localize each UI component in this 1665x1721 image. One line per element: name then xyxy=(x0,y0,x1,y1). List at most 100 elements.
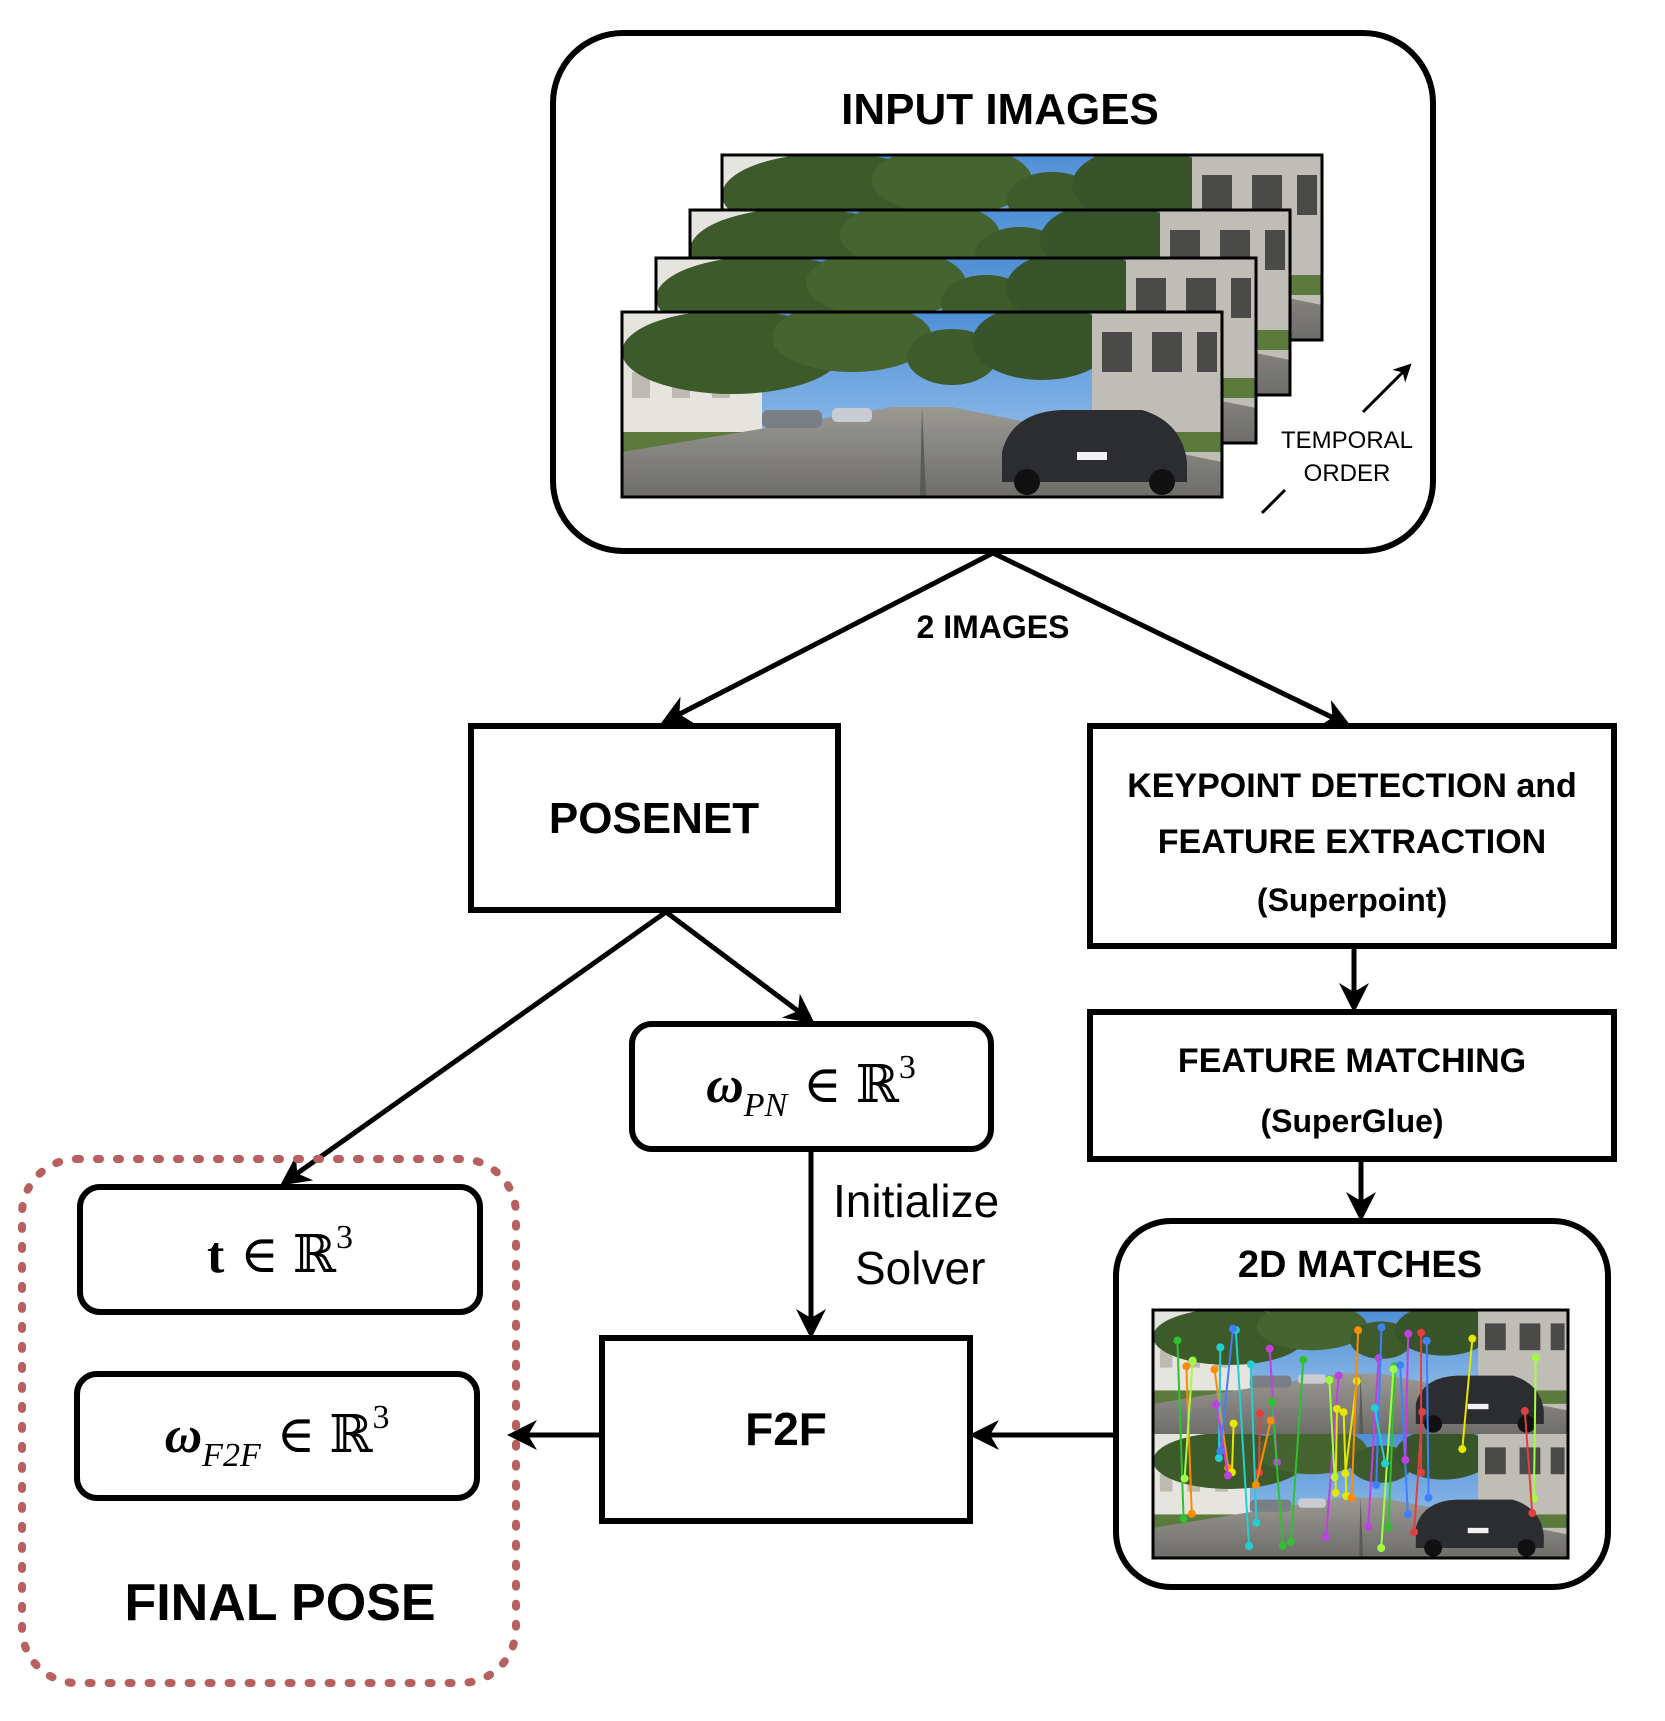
match-line xyxy=(1532,1357,1537,1499)
match-point xyxy=(1458,1445,1467,1454)
t-vector-exponent: 3 xyxy=(336,1219,353,1256)
match-point xyxy=(1424,1493,1433,1502)
match-point xyxy=(1266,1416,1275,1425)
match-point xyxy=(1268,1397,1277,1406)
match-point xyxy=(1286,1537,1295,1546)
match-line xyxy=(1289,1359,1305,1542)
match-point xyxy=(1173,1336,1182,1345)
matching-line1: FEATURE MATCHING xyxy=(1178,1042,1526,1080)
match-point xyxy=(1381,1459,1390,1468)
matching-line2: (SuperGlue) xyxy=(1260,1103,1443,1139)
keypoint-line2: FEATURE EXTRACTION xyxy=(1158,823,1546,861)
match-point xyxy=(1299,1356,1308,1365)
match-line xyxy=(1367,1357,1380,1527)
match-point xyxy=(1246,1360,1255,1369)
keypoint-line3: (Superpoint) xyxy=(1257,882,1447,918)
match-point xyxy=(1418,1407,1427,1416)
match-point xyxy=(1339,1408,1348,1417)
match-point xyxy=(1216,1343,1225,1352)
match-point xyxy=(1384,1523,1393,1532)
match-point xyxy=(1377,1544,1386,1553)
match-point xyxy=(1396,1361,1405,1370)
match-point xyxy=(1210,1365,1219,1374)
match-point xyxy=(1228,1324,1237,1333)
match-point xyxy=(1187,1509,1196,1518)
match-point xyxy=(1331,1488,1340,1497)
match-line xyxy=(1413,1411,1424,1533)
match-line xyxy=(1523,1410,1534,1514)
match-line xyxy=(1461,1338,1474,1450)
match-line xyxy=(1373,1407,1387,1464)
match-line xyxy=(1185,1366,1193,1514)
image-frame-1 xyxy=(620,310,1224,499)
match-point xyxy=(1364,1522,1373,1531)
t-vector-box xyxy=(77,1184,483,1315)
match-point xyxy=(1531,1353,1540,1362)
omega-pn-exponent: 3 xyxy=(899,1049,916,1086)
match-point xyxy=(1403,1510,1412,1519)
match-point xyxy=(1468,1334,1477,1343)
match-line xyxy=(1404,1333,1410,1460)
temporal-label-line1: TEMPORAL xyxy=(1281,427,1413,454)
arrow-posenet-to-omega-pn xyxy=(664,910,815,1024)
f2f-box xyxy=(599,1335,973,1524)
match-line xyxy=(1219,1328,1234,1452)
final-pose-group xyxy=(18,1155,520,1687)
omega-f2f-set: ℝ xyxy=(329,1407,373,1464)
match-point xyxy=(1404,1329,1413,1338)
match-line xyxy=(1350,1330,1360,1498)
match-line xyxy=(1258,1413,1261,1473)
match-point xyxy=(1520,1407,1529,1416)
omega-pn-subscript: PN xyxy=(743,1087,790,1124)
match-point xyxy=(1401,1455,1410,1464)
match-line xyxy=(1399,1365,1409,1515)
match-point xyxy=(1224,1471,1233,1480)
image-stack xyxy=(620,153,1324,499)
match-point xyxy=(1321,1532,1330,1541)
match-line xyxy=(1271,1401,1284,1546)
match-point xyxy=(1179,1514,1188,1523)
keypoint-line1: KEYPOINT DETECTION and xyxy=(1127,767,1577,805)
t-vector-expression: t∈ℝ3 xyxy=(207,1219,353,1284)
match-point xyxy=(1528,1509,1537,1518)
omega-pn-set: ℝ xyxy=(856,1057,900,1114)
init-solver-line2: Solver xyxy=(855,1242,985,1294)
match-line xyxy=(1342,1412,1348,1496)
match-point xyxy=(1229,1419,1238,1428)
temporal-label-line2: ORDER xyxy=(1304,460,1391,487)
omega-pn-relation: ∈ xyxy=(803,1057,842,1114)
match-point xyxy=(1410,1528,1419,1537)
match-point xyxy=(1422,1336,1431,1345)
match-line xyxy=(1375,1327,1383,1485)
init-solver-line1: Initialize xyxy=(833,1175,999,1227)
temporal-arrow-head xyxy=(1361,363,1412,414)
match-point xyxy=(1377,1323,1386,1332)
match-line xyxy=(1324,1375,1340,1537)
match-point xyxy=(1417,1328,1426,1337)
match-point xyxy=(1370,1404,1379,1413)
posenet-box xyxy=(468,723,841,913)
matching-box xyxy=(1087,1009,1617,1162)
match-point xyxy=(1347,1493,1356,1502)
match-point xyxy=(1252,1518,1261,1527)
t-vector-relation: ∈ xyxy=(240,1227,279,1284)
omega-pn-box xyxy=(629,1021,994,1152)
match-line xyxy=(1234,1329,1251,1547)
match-point xyxy=(1372,1480,1381,1489)
match-line xyxy=(1176,1340,1185,1519)
omega-f2f-relation: ∈ xyxy=(277,1407,316,1464)
match-point xyxy=(1214,1454,1223,1463)
omega-f2f-subscript: F2F xyxy=(201,1437,262,1474)
t-vector-set: ℝ xyxy=(293,1227,337,1284)
match-line xyxy=(1328,1379,1336,1478)
match-line xyxy=(1425,1340,1430,1498)
omega-f2f-expression: ωF2F∈ℝ3 xyxy=(165,1399,390,1474)
match-point xyxy=(1330,1473,1339,1482)
match-line xyxy=(1183,1360,1194,1479)
matches-2d-title: 2D MATCHES xyxy=(1238,1244,1482,1286)
match-point xyxy=(1389,1365,1398,1374)
match-line xyxy=(1230,1423,1235,1473)
posenet-label: POSENET xyxy=(549,794,759,843)
input-images-title: INPUT IMAGES xyxy=(841,85,1159,134)
